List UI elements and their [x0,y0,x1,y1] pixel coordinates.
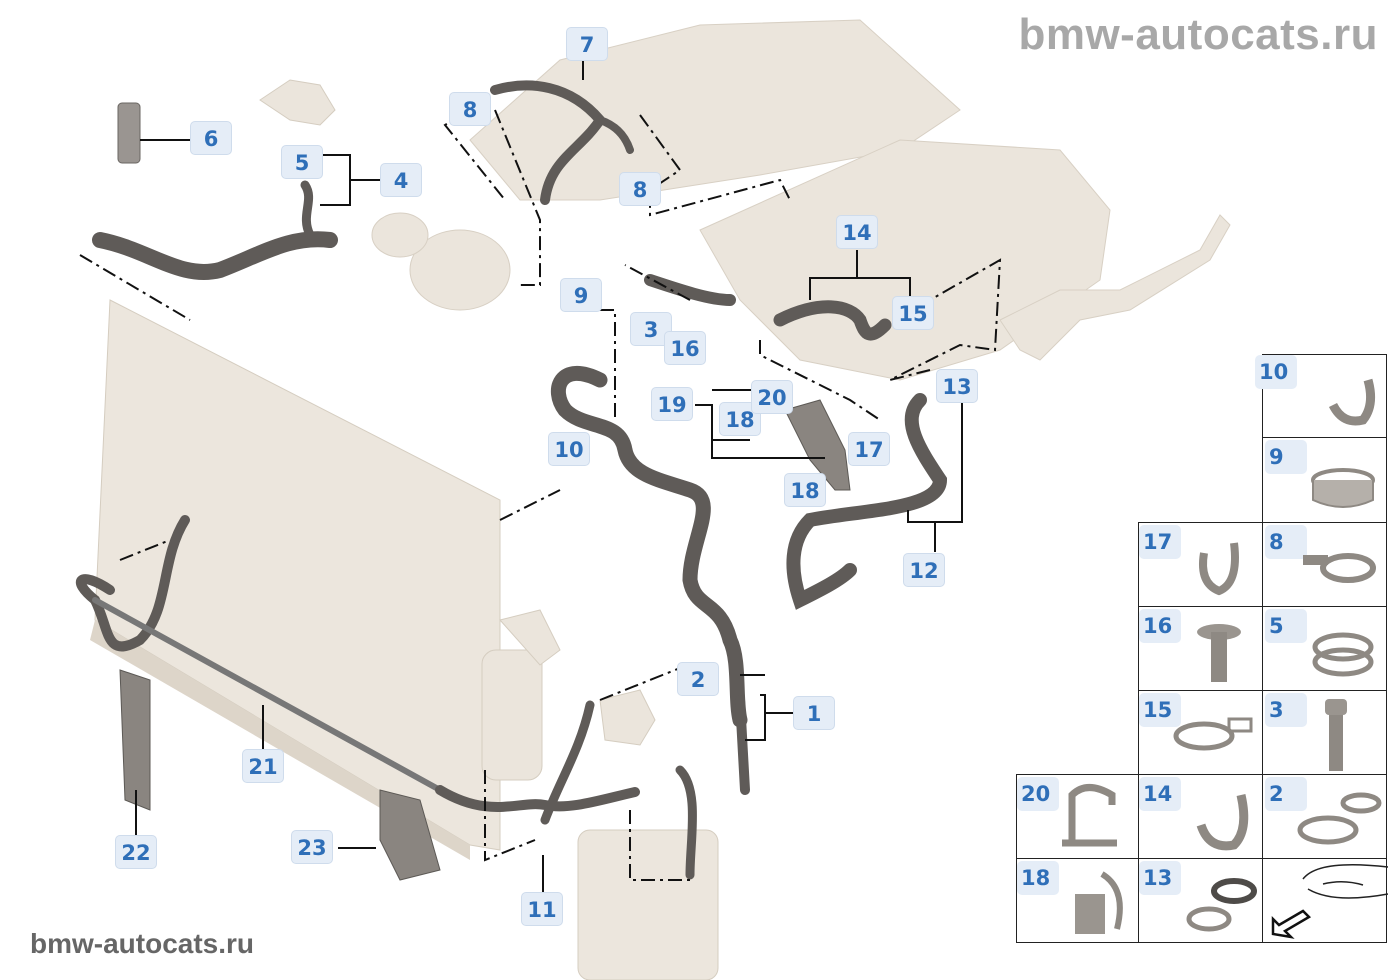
callout-8-right[interactable]: 8 [619,172,661,206]
part-cell-9[interactable]: 9 [1262,437,1387,523]
callout-19[interactable]: 19 [651,387,693,421]
coolant-hoses [75,80,948,880]
part-cell-16[interactable]: 16 [1138,606,1263,691]
part-cell-15[interactable]: 15 [1138,690,1263,775]
hose-clip-icon [1328,378,1376,426]
callout-8-top[interactable]: 8 [449,92,491,126]
part-number: 17 [1139,525,1181,559]
double-clamp-icon [1186,878,1257,932]
part-number: 5 [1265,609,1307,643]
part-cell-18[interactable]: 18 [1016,858,1139,943]
engine-cylinder-heads [371,19,1231,381]
brackets [119,399,851,881]
callout-23[interactable]: 23 [291,830,333,864]
part-number: 10 [1255,355,1297,389]
spring-clamp-icon [1312,632,1374,677]
part-number: 16 [1139,609,1181,643]
callout-13[interactable]: 13 [936,369,978,403]
hose-clip-icon [1196,793,1249,851]
callout-21[interactable]: 21 [242,749,284,783]
callout-17[interactable]: 17 [848,432,890,466]
callout-18-lower[interactable]: 18 [784,473,826,507]
callout-11[interactable]: 11 [521,892,563,926]
hose-clip-icon [1199,542,1239,596]
part-cell-2[interactable]: 2 [1262,774,1387,859]
bracket-clip-icon [1075,871,1123,934]
part-cell-8[interactable]: 8 [1262,522,1387,607]
double-clamp-icon [1297,792,1382,845]
dashed-assembly-lines [79,109,1002,881]
callout-2[interactable]: 2 [677,662,719,696]
part-cell-5[interactable]: 5 [1262,606,1387,691]
part-cell-14[interactable]: 14 [1138,774,1263,859]
part-number: 14 [1139,777,1181,811]
watermark-bottom: bmw-autocats.ru [30,928,255,959]
hex-bolt-collar-icon [1197,624,1241,682]
part-cell-3[interactable]: 3 [1262,690,1387,775]
vehicle-front-arrow-icon [1271,863,1388,939]
bracket-clip-icon [1062,784,1117,847]
part-number: 8 [1265,525,1307,559]
temperature-sensor [117,102,141,164]
part-number: 3 [1265,693,1307,727]
part-number: 20 [1017,777,1059,811]
callout-20[interactable]: 20 [751,380,793,414]
part-number: 15 [1139,693,1181,727]
leader-lines [135,60,963,895]
part-cell-17[interactable]: 17 [1138,522,1263,607]
callout-22[interactable]: 22 [115,835,157,869]
hex-bolt-icon [1325,699,1347,771]
part-cell-orientation [1262,858,1388,943]
radiator [90,299,501,860]
part-cell-10[interactable]: 10 [1255,354,1387,439]
callout-5[interactable]: 5 [281,145,323,179]
callout-16[interactable]: 16 [664,331,706,365]
spring-clamp-icon [1173,717,1253,751]
callout-9[interactable]: 9 [560,278,602,312]
part-number: 13 [1139,861,1181,895]
part-cell-20[interactable]: 20 [1016,774,1139,859]
callout-15[interactable]: 15 [892,296,934,330]
watermark-top: bmw-autocats.ru [1018,10,1378,59]
part-number: 2 [1265,777,1307,811]
callout-7[interactable]: 7 [566,27,608,61]
part-number: 18 [1017,861,1059,895]
spring-clamp-icon [1303,553,1376,583]
callout-4[interactable]: 4 [380,163,422,197]
callout-1[interactable]: 1 [793,696,835,730]
expansion-tank [259,79,656,781]
part-cell-13[interactable]: 13 [1138,858,1263,943]
callout-6[interactable]: 6 [190,121,232,155]
callout-14[interactable]: 14 [836,215,878,249]
part-number: 9 [1265,440,1307,474]
hose-clamp-icon [1311,468,1375,508]
callout-18-upper[interactable]: 18 [719,402,761,436]
callout-12[interactable]: 12 [903,553,945,587]
aux-radiator [577,829,719,980]
callout-10[interactable]: 10 [548,432,590,466]
